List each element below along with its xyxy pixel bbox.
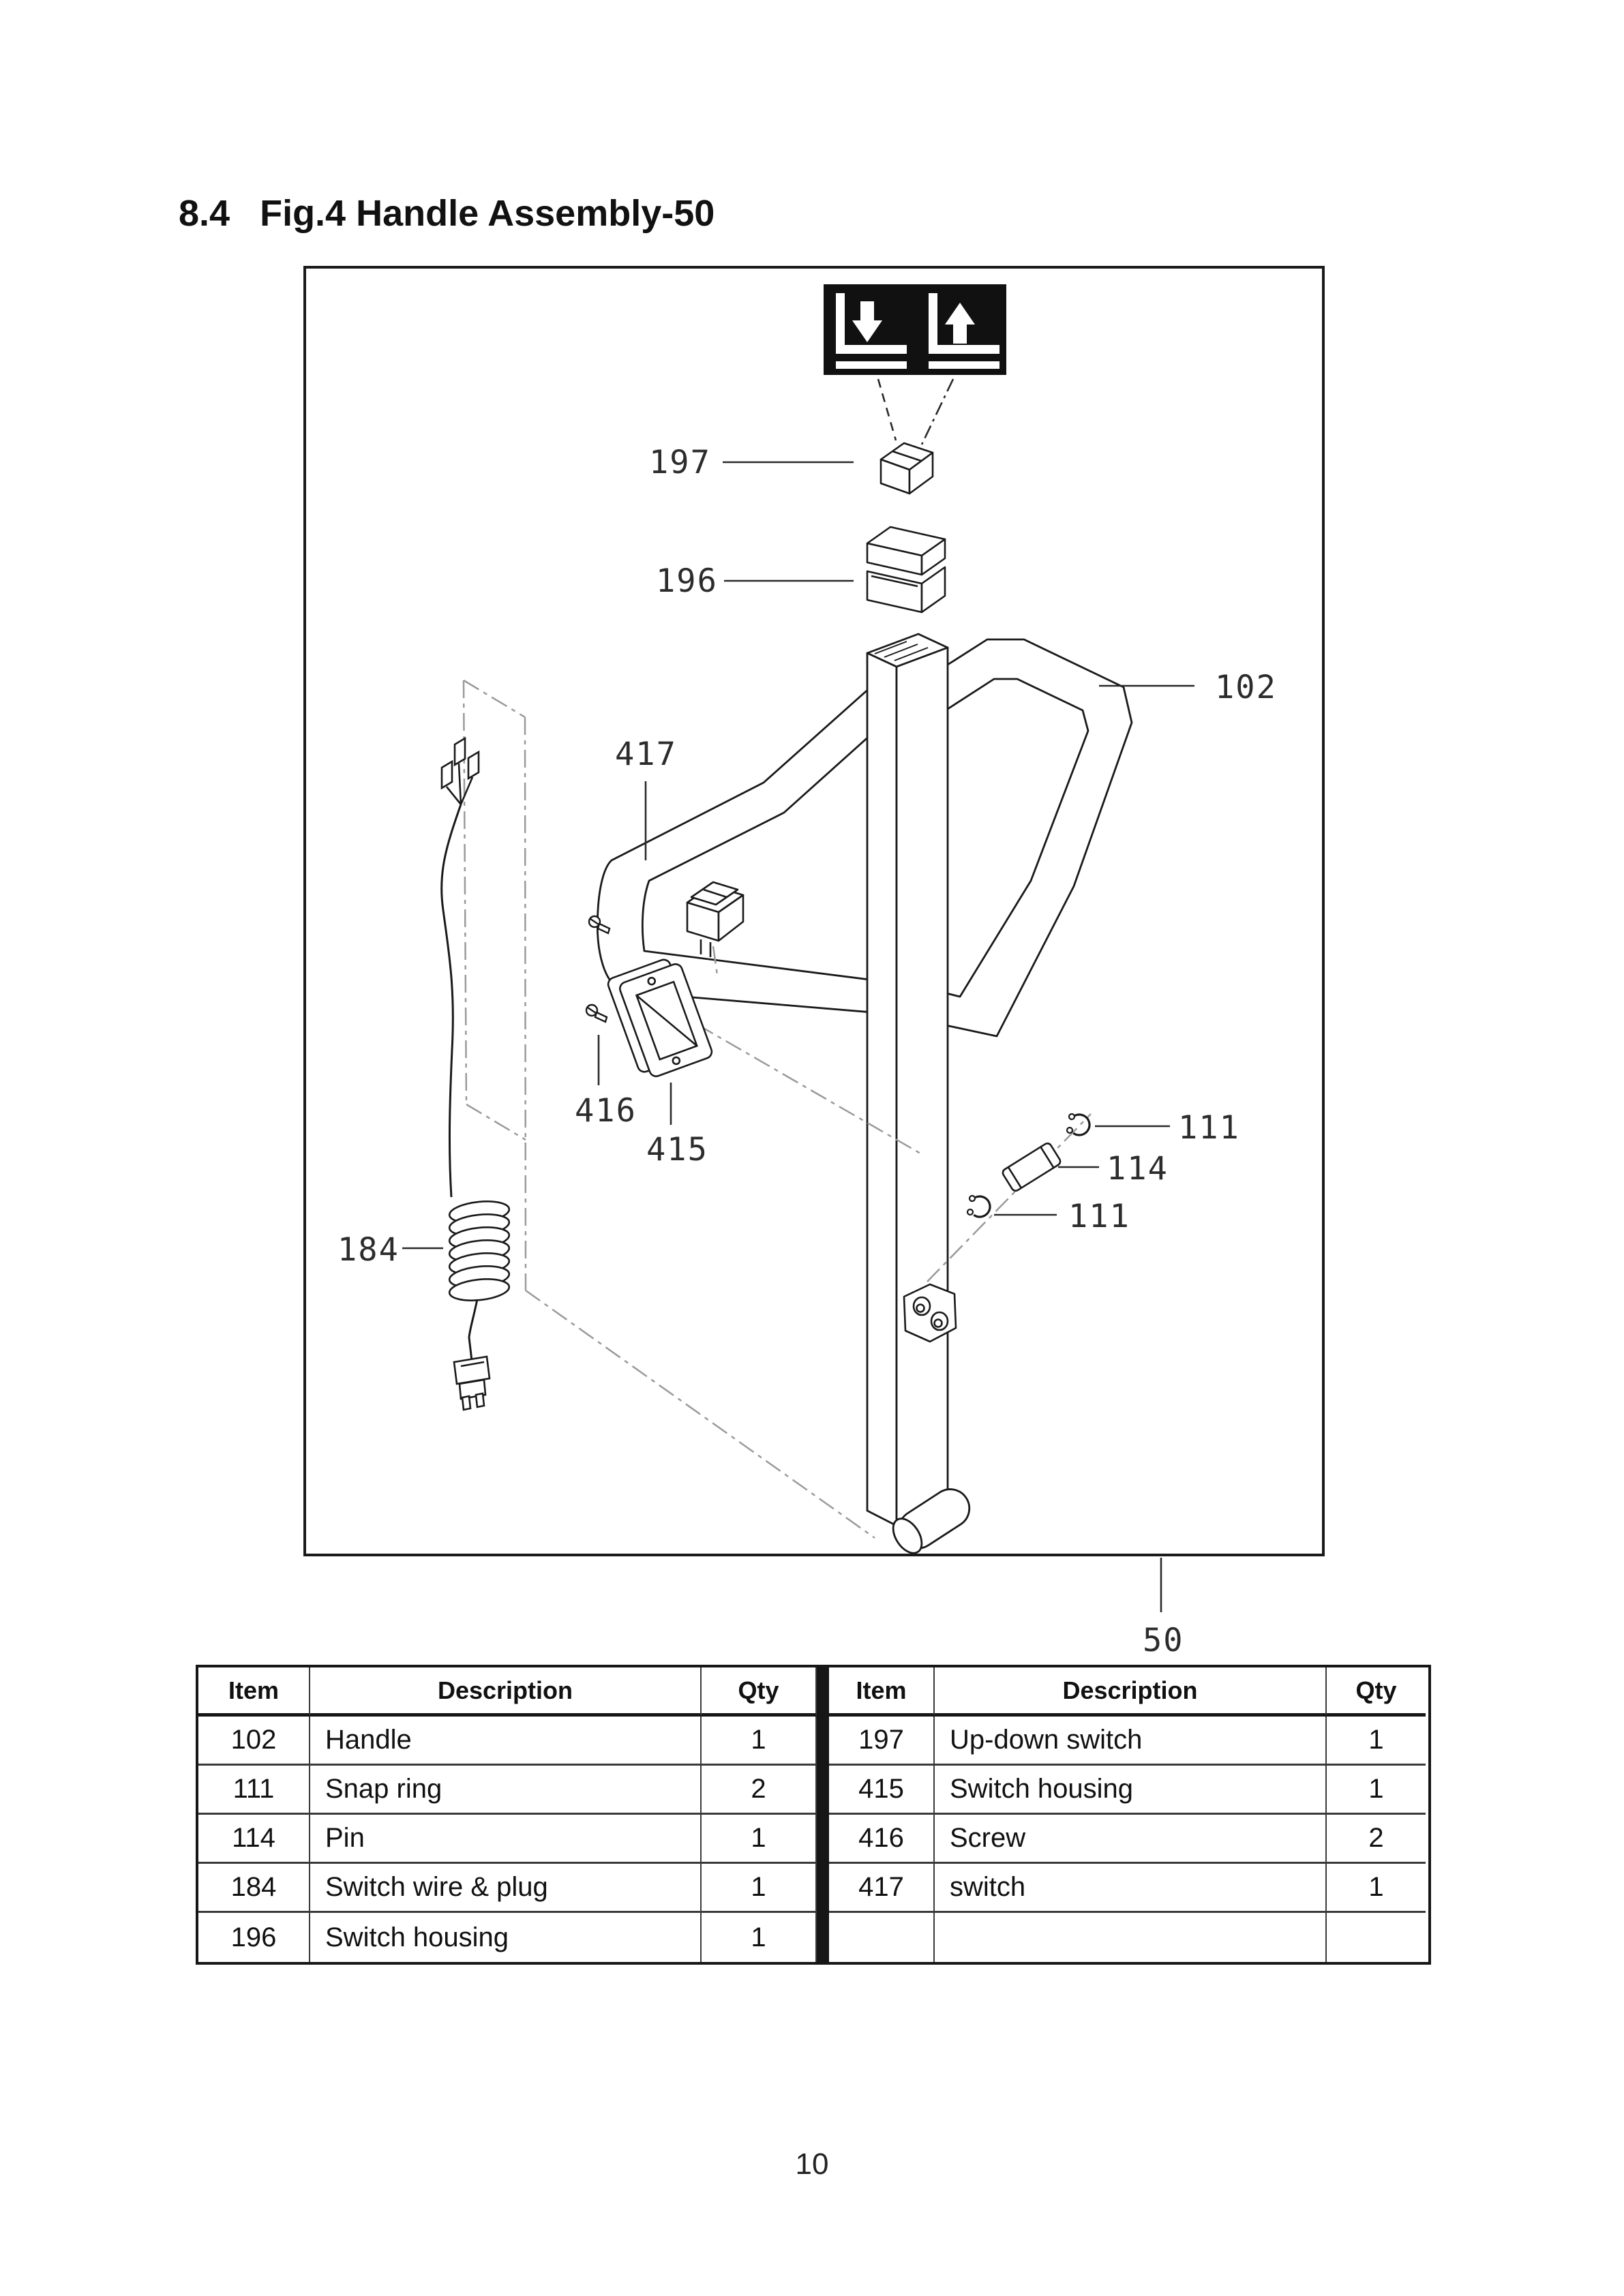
table-cell: 417 (829, 1864, 935, 1913)
table-cell: 102 (198, 1717, 310, 1766)
base-roller (892, 1488, 971, 1554)
table-cell: 184 (198, 1864, 310, 1913)
table-cell: 1 (702, 1864, 817, 1913)
assembly-diagram: 197 196 417 102 416 415 184 111 114 111 … (303, 266, 1325, 1659)
table-cell (829, 1913, 935, 1962)
table-header-cell: Qty (702, 1667, 817, 1717)
table-cell: 114 (198, 1815, 310, 1864)
screw-icon (588, 915, 611, 935)
page-title: 8.4 Fig.4 Handle Assembly-50 (179, 192, 715, 235)
table-cell: 1 (1327, 1864, 1426, 1913)
callout-416: 416 (575, 1092, 637, 1130)
part-416-screws (585, 915, 611, 1023)
callout-184: 184 (337, 1231, 400, 1269)
table-header-cell: Item (829, 1667, 935, 1717)
table-center-divider (817, 1864, 829, 1913)
figure-title: Fig.4 Handle Assembly-50 (260, 193, 715, 234)
table-cell: 196 (198, 1913, 310, 1962)
callout-102: 102 (1215, 669, 1277, 706)
leader-lines (402, 461, 1194, 1612)
callout-111-bottom: 111 (1068, 1198, 1130, 1235)
screw-icon (585, 1003, 608, 1023)
table-cell: 1 (1327, 1766, 1426, 1815)
up-arrow-icon (929, 293, 999, 369)
table-cell: 1 (702, 1913, 817, 1962)
table-cell: 1 (1327, 1717, 1426, 1766)
part-111-snap-ring-bottom (966, 1194, 991, 1218)
table-cell: Switch housing (310, 1913, 702, 1962)
table-cell: Screw (935, 1815, 1327, 1864)
part-102-handle-loop (596, 638, 1133, 1038)
callout-labels: 197 196 417 102 416 415 184 111 114 111 … (337, 444, 1277, 1659)
table-cell: 2 (702, 1766, 817, 1815)
part-184-switch-wire-plug (440, 736, 511, 1411)
table-cell: 416 (829, 1815, 935, 1864)
control-badge (824, 284, 1006, 445)
table-center-divider (817, 1913, 829, 1962)
down-arrow-icon (836, 293, 907, 369)
callout-111-top: 111 (1178, 1109, 1240, 1147)
shaft-left-face (866, 652, 898, 1527)
callout-114: 114 (1107, 1150, 1169, 1188)
callout-50-assembly: 50 (1143, 1622, 1184, 1659)
table-cell: 2 (1327, 1815, 1426, 1864)
table-cell: switch (935, 1864, 1327, 1913)
table-center-divider (817, 1667, 829, 1717)
table-cell: Pin (310, 1815, 702, 1864)
table-center-divider (817, 1717, 829, 1766)
callout-417: 417 (615, 736, 677, 773)
table-cell (1327, 1913, 1426, 1962)
part-197-up-down-switch (879, 442, 934, 495)
table-cell: Switch housing (935, 1766, 1327, 1815)
table-cell: Handle (310, 1717, 702, 1766)
table-header-cell: Description (935, 1667, 1327, 1717)
table-cell: 415 (829, 1766, 935, 1815)
table-cell: Snap ring (310, 1766, 702, 1815)
callout-196: 196 (656, 562, 718, 600)
part-415-switch-housing (607, 958, 713, 1078)
table-cell: Up-down switch (935, 1717, 1327, 1766)
wire-coil (448, 1200, 511, 1301)
table-cell: Switch wire & plug (310, 1864, 702, 1913)
table-header-cell: Item (198, 1667, 310, 1717)
callout-415: 415 (646, 1131, 708, 1168)
section-number: 8.4 (179, 193, 230, 234)
table-cell (935, 1913, 1327, 1962)
table-center-divider (817, 1815, 829, 1864)
wire-plug (453, 1355, 491, 1411)
part-114-pin (1002, 1142, 1062, 1192)
shaft-clevis-bracket (903, 1283, 957, 1343)
table-center-divider (817, 1766, 829, 1815)
part-111-snap-ring-top (1066, 1113, 1091, 1136)
table-header-cell: Qty (1327, 1667, 1426, 1717)
phantom-diagonals (640, 946, 1092, 1282)
page-number: 10 (795, 2147, 829, 2181)
table-cell: 111 (198, 1766, 310, 1815)
table-cell: 1 (702, 1717, 817, 1766)
table-header-cell: Description (310, 1667, 702, 1717)
part-196-switch-housing (866, 526, 946, 614)
callout-197: 197 (649, 444, 711, 481)
part-417-switch (686, 881, 745, 957)
table-cell: 1 (702, 1815, 817, 1864)
shaft-right-face (895, 646, 949, 1527)
table-cell: 197 (829, 1717, 935, 1766)
